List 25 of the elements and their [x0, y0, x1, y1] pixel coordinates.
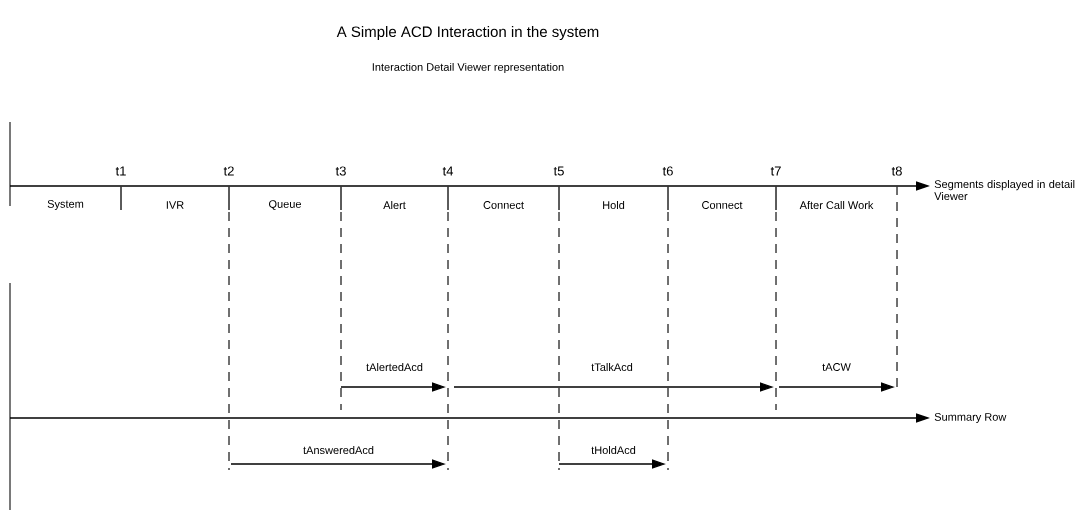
time-label: t8 — [891, 166, 902, 176]
segment-label: Queue — [269, 200, 302, 210]
time-label: t4 — [442, 166, 454, 176]
subtitle: Interaction Detail Viewer representation — [372, 62, 564, 74]
time-label: t3 — [335, 166, 346, 176]
time-label: t6 — [662, 166, 673, 176]
segment-label: After Call Work — [799, 200, 874, 210]
duration-label: tHoldAcd — [591, 445, 636, 455]
segment-label: System — [47, 200, 84, 210]
title: A Simple ACD Interaction in the system — [336, 26, 599, 40]
segment-label: Alert — [383, 200, 406, 210]
segment-label: IVR — [166, 201, 184, 209]
time-label: t1 — [115, 166, 126, 176]
time-label: t2 — [223, 166, 234, 176]
time-label: t7 — [770, 166, 781, 176]
segment-label: Connect — [702, 201, 743, 209]
segment-label: Connect — [483, 201, 524, 209]
axis-label: Segments displayed in detail Viewer — [934, 179, 1075, 201]
duration-label: tAnsweredAcd — [303, 445, 374, 455]
axis-label: Summary Row — [934, 413, 1007, 423]
segment-label: Hold — [603, 200, 625, 210]
duration-label: tTalkAcd — [591, 362, 633, 372]
duration-label: tAlertedAcd — [366, 362, 423, 372]
time-label: t5 — [553, 166, 564, 176]
duration-label: tACW — [822, 363, 851, 371]
